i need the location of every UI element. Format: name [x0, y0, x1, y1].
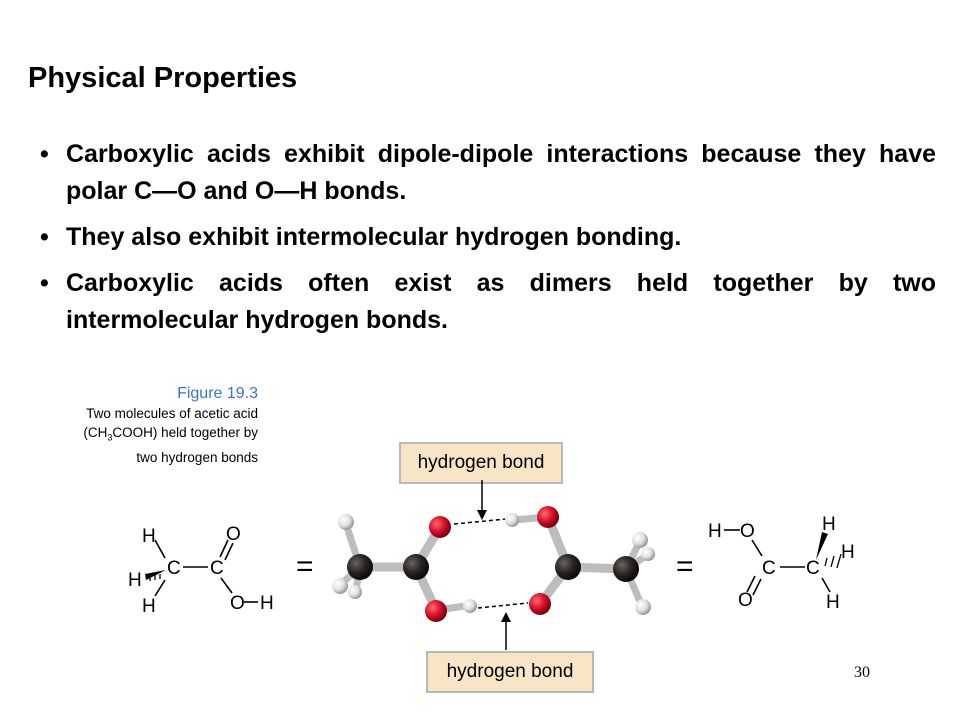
hydrogen-bond-dashes [453, 518, 529, 609]
equals-sign-right: = [676, 550, 694, 583]
atom-h: H [822, 514, 836, 535]
bullet-list: • Carboxylic acids exhibit dipole-dipole … [40, 136, 936, 348]
caption-line-2: (CH3COOH) held together by [0, 423, 258, 448]
arrow-bottom [501, 612, 511, 650]
caption-formula-start: (CH [83, 425, 108, 440]
bullet-item: • They also exhibit intermolecular hydrog… [40, 219, 936, 256]
atom-h: H [142, 526, 156, 547]
bullet-marker: • [40, 223, 49, 251]
right-structure: H O C C O H H H [708, 514, 855, 613]
caption-subscript: 3 [107, 432, 113, 443]
bullet-marker: • [40, 140, 49, 168]
arrow-top [477, 480, 487, 520]
atom-c: C [167, 558, 181, 579]
left-structure: H H H C C O O H [128, 524, 274, 617]
figure-label: Figure 19.3 [177, 385, 258, 402]
atom-c: C [762, 558, 776, 579]
atom-o: O [226, 524, 241, 545]
left-structure-bonds [154, 539, 258, 603]
caption-line-3: two hydrogen bonds [136, 449, 258, 465]
hydrogen-bond-label-bottom: hydrogen bond [426, 651, 594, 693]
caption-formula-end: COOH) held together by [112, 425, 258, 440]
bullet-text: Carboxylic acids exhibit dipole-dipole i… [66, 140, 936, 205]
atom-o: O [230, 593, 245, 614]
atom-h: H [128, 570, 142, 591]
caption-line-1: Two molecules of acetic acid [86, 406, 258, 421]
bullet-text: They also exhibit intermolecular hydroge… [66, 223, 682, 251]
atom-o: O [738, 590, 753, 611]
atom-h: H [826, 592, 840, 613]
bullet-text: Carboxylic acids often exist as dimers h… [66, 269, 936, 334]
page-title: Physical Properties [28, 62, 298, 94]
atom-o: O [740, 521, 755, 542]
atom-c: C [210, 558, 224, 579]
wedge-bond-right [816, 532, 828, 560]
atom-h: H [142, 596, 156, 617]
molecule-atoms [332, 506, 655, 622]
hash-bond-right [824, 553, 842, 569]
hash-bond [149, 573, 161, 581]
bullet-item: • Carboxylic acids exhibit dipole-dipole … [40, 136, 936, 210]
hydrogen-bond-label-top: hydrogen bond [399, 442, 563, 484]
molecule-bonds [336, 512, 650, 615]
bullet-item: • Carboxylic acids often exist as dimers … [40, 265, 936, 339]
equals-sign-left: = [296, 550, 314, 583]
atom-h: H [841, 542, 855, 563]
page-number: 30 [854, 664, 870, 681]
right-structure-bonds [724, 529, 831, 596]
atom-h: H [260, 593, 274, 614]
bullet-marker: • [40, 269, 49, 297]
atom-h: H [708, 521, 722, 542]
figure-caption: Figure 19.3 Two molecules of acetic acid… [0, 384, 258, 467]
atom-c: C [806, 558, 820, 579]
